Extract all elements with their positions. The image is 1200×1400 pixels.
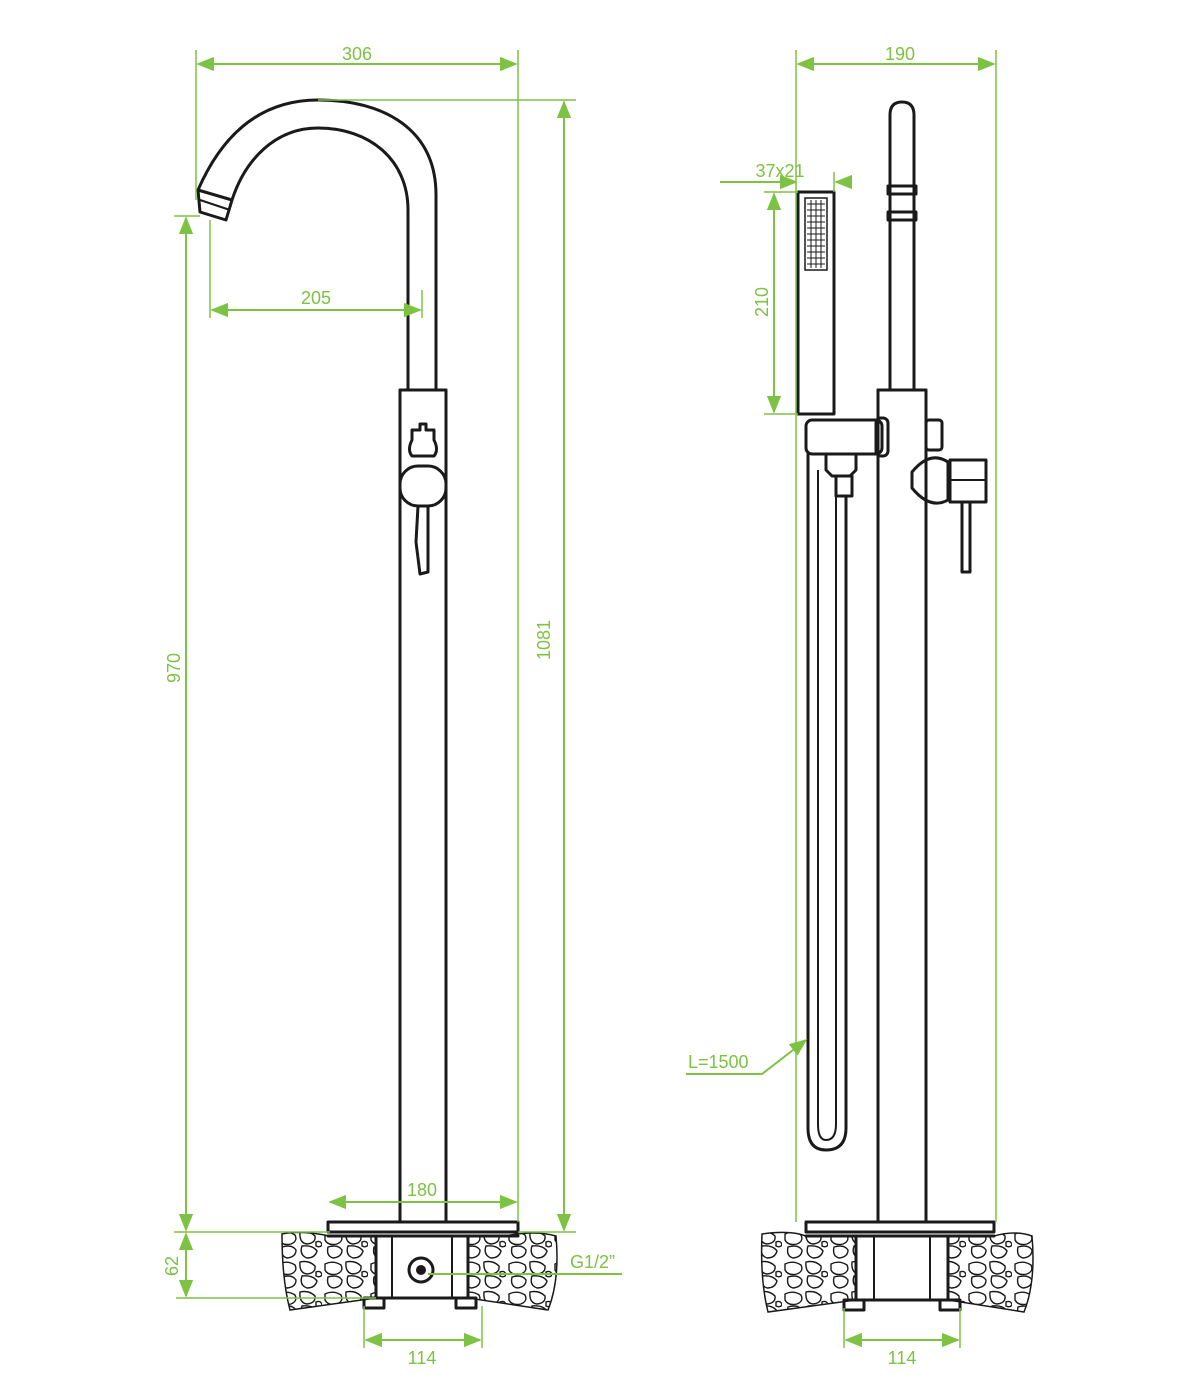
dim-front-width: 306 bbox=[342, 44, 372, 64]
side-installation-box bbox=[842, 1234, 962, 1312]
dimension-labels: 306 205 970 1081 180 62 G1/2” 114 190 37… bbox=[162, 44, 916, 1368]
dim-front-connection: G1/2” bbox=[570, 1252, 615, 1272]
front-spout bbox=[196, 98, 438, 392]
side-column bbox=[876, 100, 928, 1224]
dim-front-spout-reach: 205 bbox=[301, 288, 331, 308]
front-ground bbox=[281, 1231, 558, 1311]
front-mixer bbox=[398, 422, 448, 576]
side-view bbox=[760, 100, 1034, 1313]
dimensions bbox=[174, 50, 997, 1348]
dim-front-spout-height: 970 bbox=[164, 653, 184, 683]
side-mixer bbox=[910, 418, 988, 574]
dim-front-below-floor: 62 bbox=[162, 1256, 182, 1276]
dim-side-width: 190 bbox=[885, 44, 915, 64]
dim-front-total-height: 1081 bbox=[534, 620, 554, 660]
front-installation-box bbox=[362, 1234, 478, 1310]
dim-front-base-plate: 180 bbox=[407, 1180, 437, 1200]
dim-front-box-width: 114 bbox=[408, 1348, 437, 1368]
side-hose bbox=[806, 452, 848, 1152]
front-view bbox=[196, 98, 558, 1311]
side-ground bbox=[760, 1231, 1034, 1313]
side-holder bbox=[804, 416, 890, 498]
front-column bbox=[398, 388, 448, 1224]
side-handshower bbox=[796, 190, 836, 416]
dim-side-hose-length: L=1500 bbox=[688, 1052, 749, 1072]
front-base-plate bbox=[326, 1220, 520, 1238]
dim-side-handshower-length: 210 bbox=[752, 287, 772, 317]
side-base-plate bbox=[804, 1220, 996, 1238]
dim-side-handshower-section: 37x21 bbox=[755, 161, 804, 181]
dim-side-box-width: 114 bbox=[888, 1348, 917, 1368]
